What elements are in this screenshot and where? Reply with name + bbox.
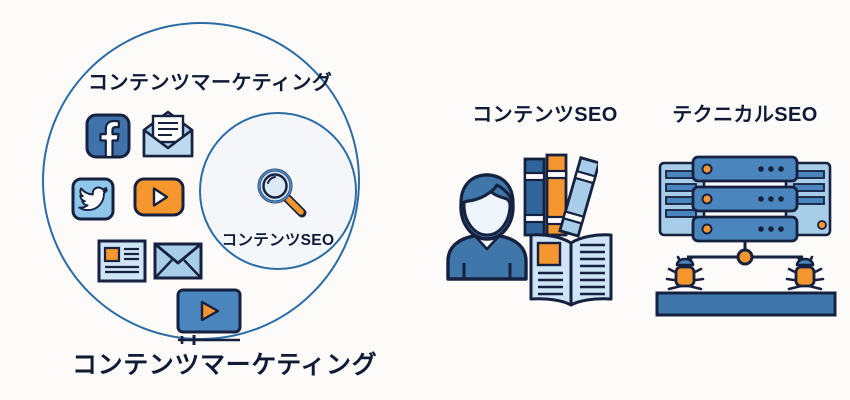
group-technical-seo: テクニカルSEO [645, 98, 845, 317]
open-book-icon [526, 229, 616, 314]
group-technical-seo-label: テクニカルSEO [672, 104, 818, 126]
person-icon [444, 171, 530, 288]
article-icon [96, 238, 148, 289]
content-marketing-venn: コンテンツマーケティング [0, 0, 420, 400]
books-icon [522, 151, 601, 244]
magnifier-icon [252, 163, 310, 226]
index-bar-icon [655, 291, 837, 317]
open-envelope-icon [140, 108, 196, 165]
group-technical-seo-art [645, 141, 845, 317]
youtube-icon [132, 176, 186, 223]
inner-circle-content-seo [199, 112, 357, 270]
server-rack-icon [657, 153, 833, 258]
crawler-bug-icon [665, 255, 705, 291]
crawler-network-icon [651, 241, 841, 322]
venn-inner-label: コンテンツSEO [221, 232, 335, 249]
venn-bottom-label: コンテンツマーケティング [72, 351, 378, 379]
venn-top-label: コンテンツマーケティング [88, 72, 333, 94]
group-content-seo: コンテンツSEO [440, 98, 650, 307]
group-content-seo-label: コンテンツSEO [472, 104, 618, 126]
facebook-icon [84, 112, 132, 165]
crawler-bug-icon [785, 255, 825, 291]
group-content-seo-art [440, 141, 650, 307]
envelope-icon [152, 241, 204, 286]
twitter-icon [70, 176, 116, 227]
video-player-icon [174, 286, 248, 353]
